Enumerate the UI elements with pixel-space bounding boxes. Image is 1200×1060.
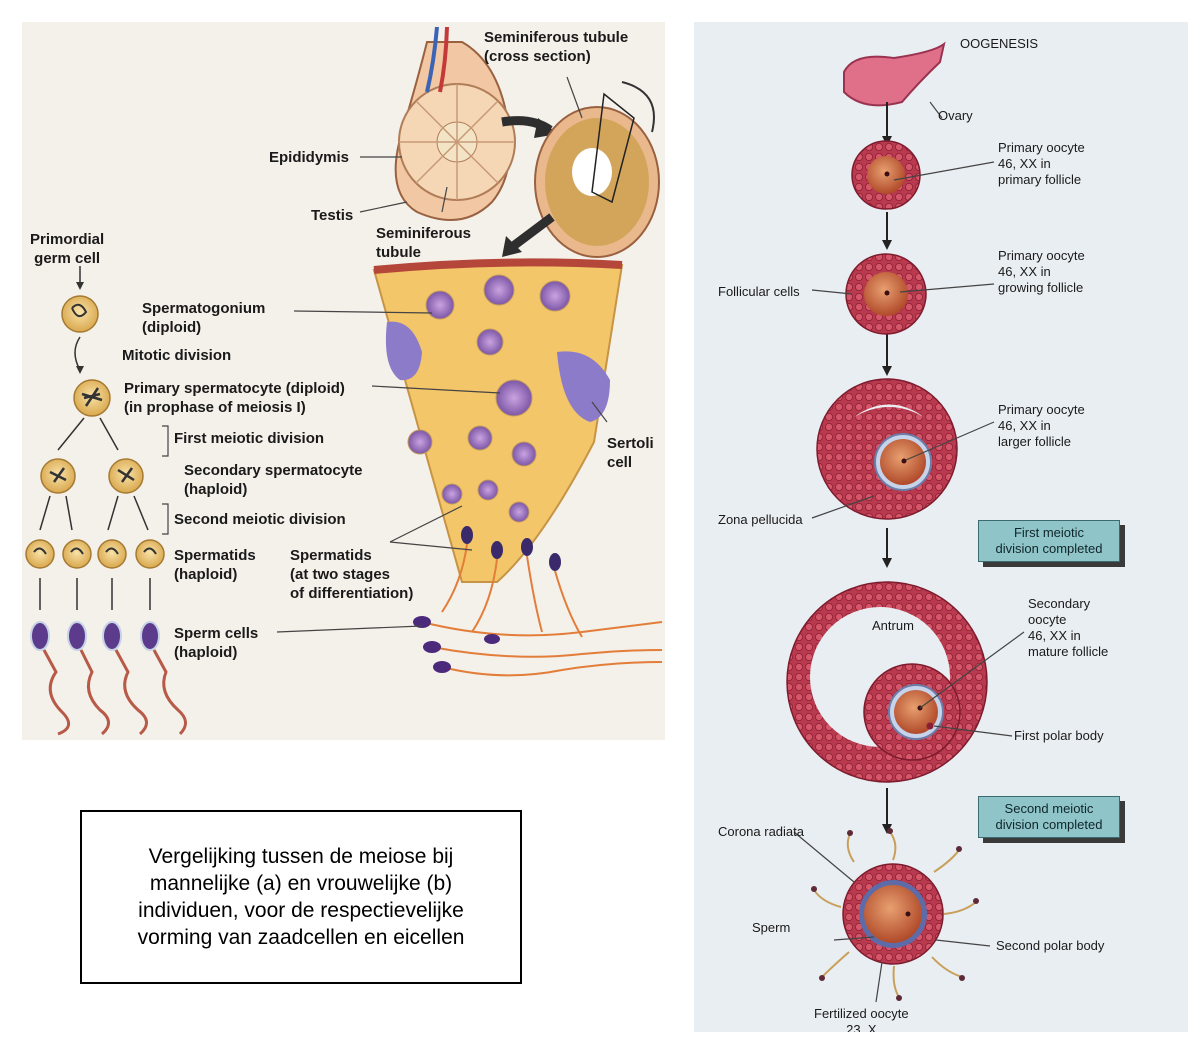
sperm-label: Sperm: [752, 920, 791, 935]
growing-follicle: [845, 253, 927, 335]
epididymis-label: Epididymis: [269, 149, 350, 166]
tubule-wedge: [372, 258, 624, 638]
antrum-label: Antrum: [872, 618, 914, 633]
larger-follicle: [816, 378, 958, 520]
primary-spermatocyte-label: Primary spermatocyte (diploid)(in propha…: [124, 380, 345, 416]
fertilized-oocyte: [811, 828, 979, 1001]
corona-radiata-label: Corona radiata: [718, 824, 804, 839]
zona-pellucida-label: Zona pellucida: [718, 512, 803, 527]
spermatogenesis-illustration: [25, 26, 663, 736]
oogenesis-title: OOGENESIS: [960, 36, 1039, 51]
caption-text: Vergelijking tussen de meiose bij mannel…: [137, 845, 465, 949]
mitotic-division-label: Mitotic division: [122, 347, 232, 364]
tubule-cross-section: [534, 81, 660, 258]
secondary-spermatocyte-label: Secondary spermatocyte(haploid): [184, 462, 363, 498]
sperm-bundle: [413, 616, 663, 677]
second-polar-body-label: Second polar body: [996, 938, 1105, 953]
primary-follicle: [851, 140, 921, 210]
secondary-spermatocyte-cells: [40, 458, 144, 494]
primordial-germ-cell: [61, 266, 99, 333]
spermatogenesis-panel: Seminiferous tubule(cross section) Epidi…: [22, 22, 665, 740]
testis-label: Testis: [311, 207, 354, 224]
seminiferous-cross-section-label: Seminiferous tubule(cross section): [484, 29, 629, 65]
second-meiotic-division-label: Second meiotic division: [174, 511, 346, 528]
ovary-drawing: [843, 41, 946, 107]
sperm-cells-label: Sperm cells(haploid): [174, 625, 259, 661]
oogenesis-illustration: [786, 41, 1025, 1003]
primary-spermatocyte-cell: [73, 379, 111, 417]
arrowheads: [882, 136, 892, 834]
first-polar-body-label: First polar body: [1014, 728, 1104, 743]
ovary-label: Ovary: [938, 108, 973, 123]
spermatid-cells: [25, 539, 165, 569]
testis-drawing: [394, 26, 516, 221]
sperm-cell-drawings: [30, 621, 187, 736]
oogenesis-pointer-lines: [793, 101, 1025, 1003]
pointer-lines: [162, 76, 608, 633]
spermatogonium-label: Spermatogonium(diploid): [142, 300, 266, 336]
spermatids-haploid-label: Spermatids(haploid): [174, 547, 256, 583]
follicular-cells-label: Follicular cells: [718, 284, 800, 299]
mature-follicle: [786, 581, 988, 783]
first-meiotic-division-label: First meiotic division: [174, 430, 325, 447]
caption-box: Vergelijking tussen de meiose bij mannel…: [80, 810, 522, 984]
